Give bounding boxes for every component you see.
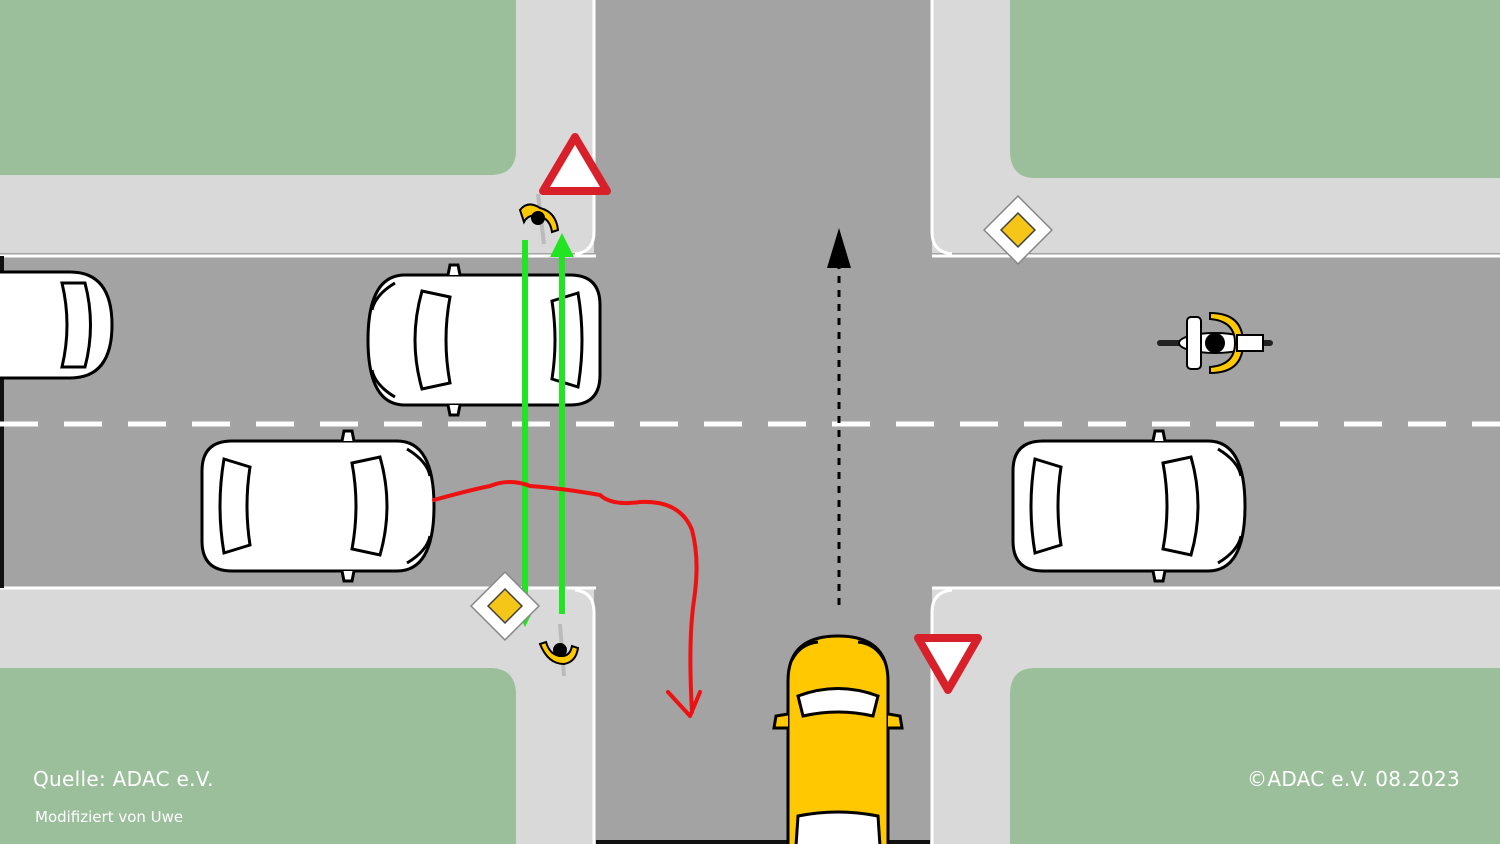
priority-road-sign-bottom — [469, 570, 541, 642]
copyright-caption: ©ADAC e.V. 08.2023 — [1247, 767, 1460, 791]
yellow-car — [772, 634, 904, 844]
give-way-sign — [914, 634, 982, 694]
priority-road-sign-top — [982, 194, 1054, 266]
source-caption: Quelle: ADAC e.V. — [33, 767, 214, 791]
cyclist-bottom — [538, 623, 580, 677]
white-car-top-left — [366, 263, 602, 417]
white-car-bottom-left — [200, 429, 436, 583]
motorcyclist — [1157, 311, 1273, 375]
green-crossing-arrows — [513, 233, 574, 627]
red-turning-path — [432, 480, 702, 718]
white-car-bottom-right — [1011, 429, 1247, 583]
warning-triangle-sign — [539, 133, 611, 195]
modified-caption: Modifiziert von Uwe — [35, 808, 184, 826]
parked-van-left — [0, 270, 114, 380]
cyclist-top — [518, 193, 560, 245]
straight-ahead-arrow — [827, 228, 851, 605]
